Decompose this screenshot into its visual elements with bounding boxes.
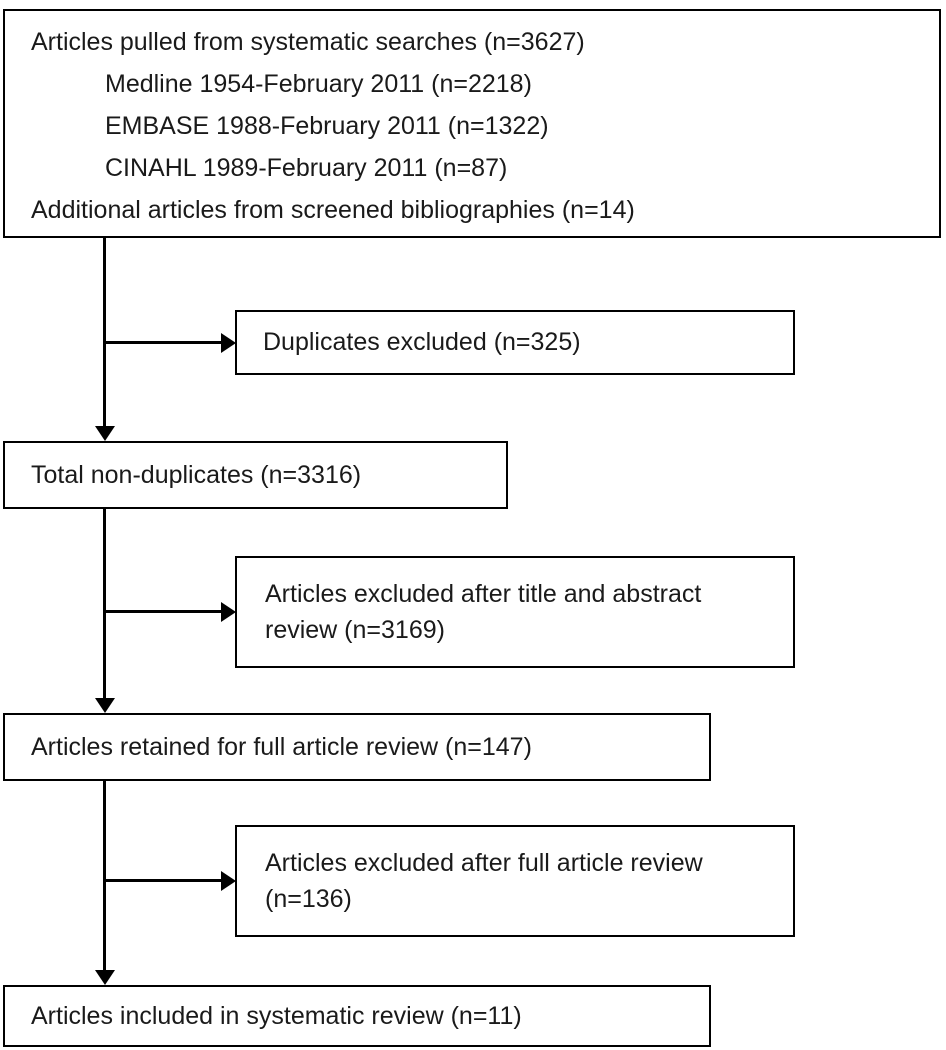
connector-line-horizontal-2 bbox=[105, 610, 222, 613]
included-label: Articles included in systematic review (… bbox=[31, 1001, 522, 1030]
cinahl-line: CINAHL 1989-February 2011 (n=87) bbox=[105, 154, 508, 182]
arrowhead-down-1 bbox=[95, 426, 115, 441]
full-article-excluded-box: Articles excluded after full article rev… bbox=[235, 825, 795, 937]
arrowhead-down-3 bbox=[95, 970, 115, 985]
duplicates-excluded-label: Duplicates excluded (n=325) bbox=[263, 328, 581, 356]
arrowhead-right-2 bbox=[221, 602, 236, 622]
search-total-line: Articles pulled from systematic searches… bbox=[31, 28, 585, 56]
title-abstract-excluded-box: Articles excluded after title and abstra… bbox=[235, 556, 795, 668]
connector-line-horizontal-3 bbox=[105, 879, 222, 882]
duplicates-excluded-box: Duplicates excluded (n=325) bbox=[235, 310, 795, 375]
included-box: Articles included in systematic review (… bbox=[3, 985, 711, 1047]
non-duplicates-box: Total non-duplicates (n=3316) bbox=[3, 441, 508, 509]
arrowhead-down-2 bbox=[95, 698, 115, 713]
arrowhead-right-3 bbox=[221, 871, 236, 891]
connector-line-vertical-1 bbox=[103, 238, 106, 427]
connector-line-horizontal-1 bbox=[105, 341, 222, 344]
embase-line: EMBASE 1988-February 2011 (n=1322) bbox=[105, 112, 549, 140]
connector-line-vertical-2 bbox=[103, 509, 106, 699]
arrowhead-right-1 bbox=[221, 333, 236, 353]
full-review-label: Articles retained for full article revie… bbox=[31, 732, 532, 761]
additional-articles-line: Additional articles from screened biblio… bbox=[31, 196, 635, 224]
title-abstract-excluded-label: Articles excluded after title and abstra… bbox=[265, 580, 702, 644]
search-results-box: Articles pulled from systematic searches… bbox=[3, 9, 941, 238]
non-duplicates-label: Total non-duplicates (n=3316) bbox=[31, 460, 362, 489]
full-review-box: Articles retained for full article revie… bbox=[3, 713, 711, 781]
connector-line-vertical-3 bbox=[103, 781, 106, 971]
full-article-excluded-label: Articles excluded after full article rev… bbox=[265, 849, 703, 913]
medline-line: Medline 1954-February 2011 (n=2218) bbox=[105, 70, 532, 98]
